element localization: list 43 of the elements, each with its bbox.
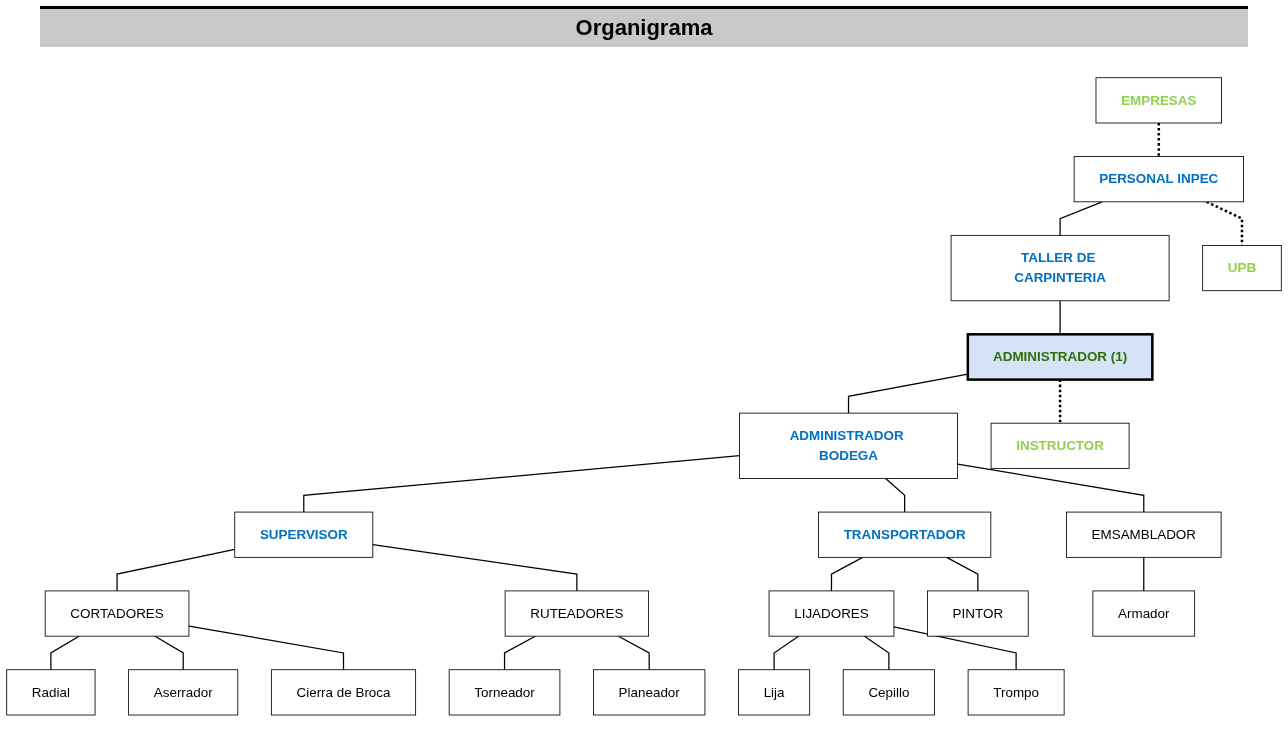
title-bar: Organigrama <box>40 6 1248 47</box>
node-box: Planeador <box>593 668 706 716</box>
connector <box>1157 122 1161 157</box>
connector <box>946 556 979 592</box>
node-box: EMPRESAS <box>1095 76 1222 124</box>
connector <box>116 548 236 592</box>
connector <box>1058 379 1062 423</box>
connector <box>503 635 536 670</box>
node-box: ADMINISTRADOR (1) <box>966 332 1154 381</box>
node-box: Trompo <box>967 668 1065 716</box>
node-box: CORTADORES <box>44 590 190 637</box>
connector <box>303 454 741 513</box>
connector <box>893 625 1017 670</box>
connector <box>830 556 864 592</box>
node-box: Armador <box>1092 590 1196 637</box>
node-box: INSTRUCTOR <box>990 422 1130 469</box>
connector <box>617 635 650 670</box>
node-box: LIJADORES <box>768 590 895 637</box>
connector <box>154 635 184 670</box>
node-box: EMSAMBLADOR <box>1066 511 1222 558</box>
node-box: Cepillo <box>842 668 935 716</box>
node-box: Lija <box>738 668 811 716</box>
connector <box>188 625 345 670</box>
node-box: TALLER DE CARPINTERIA <box>950 234 1170 301</box>
node-box: UPB <box>1202 244 1282 291</box>
node-box: SUPERVISOR <box>234 511 374 558</box>
connector <box>1143 556 1145 592</box>
node-box: Aserrador <box>128 668 239 716</box>
connector <box>1059 200 1103 236</box>
node-box: RUTEADORES <box>504 590 650 637</box>
connector <box>50 635 80 670</box>
connector <box>956 463 1145 513</box>
node-box: PERSONAL INPEC <box>1073 155 1244 202</box>
connector <box>863 635 890 670</box>
node-box: ADMINISTRADOR BODEGA <box>739 412 958 479</box>
connector <box>885 477 906 513</box>
node-box: TRANSPORTADOR <box>818 511 992 558</box>
connector <box>372 543 578 592</box>
node-box: Cierra de Broca <box>270 668 417 716</box>
connector <box>773 635 800 670</box>
node-box: Torneador <box>448 668 561 716</box>
node-box: PINTOR <box>927 590 1029 637</box>
node-box: Radial <box>6 668 96 716</box>
